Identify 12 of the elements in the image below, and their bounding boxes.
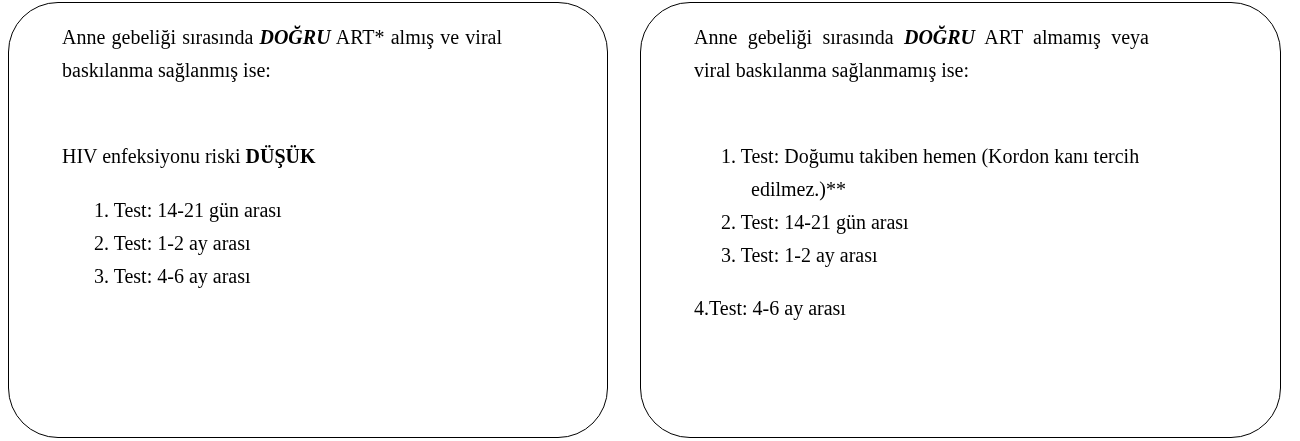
list-item: 3. Test: 1-2 ay arası [721, 243, 879, 269]
paragraph: Anne gebeliği sırasında DOĞRU ART* almış ve viral baskılanma sağlanmış ise: [62, 24, 502, 84]
rounded-box [640, 2, 1281, 438]
list-item: 1. Test: Doğumu takiben hemen (Kordon kanı tercih edilmez.)** [721, 144, 1141, 203]
paragraph: HIV enfeksiyonu riski DÜŞÜK [62, 144, 317, 170]
list-item: 3. Test: 4-6 ay arası [94, 264, 252, 290]
paragraph: Anne gebeliği sırasında DOĞRU ART almamış veya viral baskılanma sağlanmamış ise: [694, 24, 1149, 84]
paragraph: 4.Test: 4-6 ay arası [694, 296, 847, 322]
rounded-box [8, 2, 608, 438]
list-item: 2. Test: 14-21 gün arası [721, 210, 910, 236]
list-item: 1. Test: 14-21 gün arası [94, 198, 283, 224]
list-item: 2. Test: 1-2 ay arası [94, 231, 252, 257]
